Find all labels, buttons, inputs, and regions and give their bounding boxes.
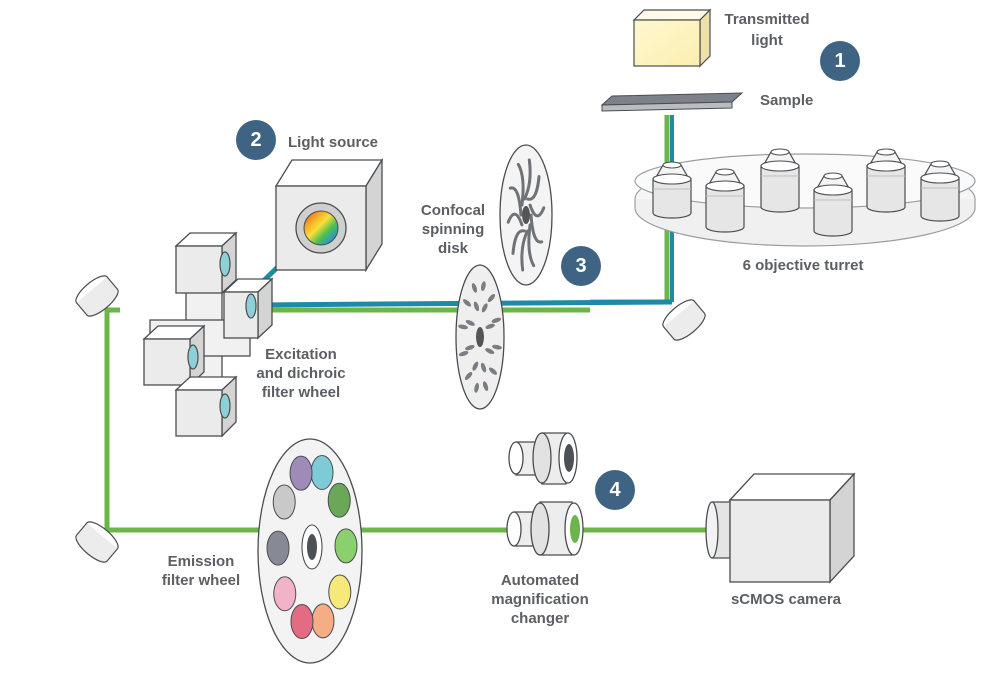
disk-pinhole xyxy=(465,319,475,326)
emission-filter xyxy=(327,482,351,518)
disk-pinhole xyxy=(488,367,498,375)
disk-pinhole xyxy=(471,283,478,293)
label-magnification-3: changer xyxy=(511,610,570,627)
disk-pinhole xyxy=(485,348,495,355)
label-emission-2: filter wheel xyxy=(162,572,240,589)
confocal-disk-rear xyxy=(499,144,553,286)
disk-pinhole xyxy=(472,361,479,371)
disk-pinhole xyxy=(462,299,472,307)
magnification-lens-upper xyxy=(508,432,578,485)
disk-pinhole xyxy=(473,301,480,312)
disk-slit xyxy=(527,223,536,268)
emission-filter xyxy=(310,454,334,490)
objective-lens xyxy=(652,161,692,219)
disk-slit xyxy=(529,213,544,244)
sample-slide xyxy=(600,92,744,112)
emission-filter xyxy=(289,455,313,491)
disk-slit xyxy=(511,229,526,255)
emission-filter xyxy=(334,528,358,564)
objective-lens xyxy=(705,168,745,233)
disk-pinhole xyxy=(458,324,468,330)
svg-text:1: 1 xyxy=(834,50,845,72)
emission-filter-wheel xyxy=(257,438,363,664)
objective-lens xyxy=(920,160,960,222)
objective-lens xyxy=(813,172,853,237)
mirror-turret xyxy=(662,299,706,341)
disk-slit xyxy=(528,203,546,218)
objective-lens xyxy=(760,148,800,213)
label-confocal-1: Confocal xyxy=(421,202,485,219)
badge-1: 1 xyxy=(820,41,860,81)
label-excitation-2: and dichroic xyxy=(256,365,345,382)
emission-filter xyxy=(266,530,290,566)
badge-2: 2 xyxy=(236,120,276,160)
mirror-bottom-left xyxy=(75,521,119,563)
disk-slit xyxy=(522,158,532,201)
disk-pinhole xyxy=(487,293,496,303)
disk-slit xyxy=(520,229,530,272)
disk-pinhole xyxy=(492,344,502,350)
disk-pinhole xyxy=(474,382,479,393)
disk-pinhole xyxy=(464,371,473,381)
label-confocal-3: disk xyxy=(438,240,469,257)
objective-lens xyxy=(866,148,906,213)
disk-pinhole xyxy=(491,317,502,323)
label-sample: Sample xyxy=(760,92,813,109)
disk-slit xyxy=(508,186,523,217)
scmos-camera xyxy=(705,472,856,584)
badge-3: 3 xyxy=(561,246,601,286)
disk-pinhole xyxy=(481,303,488,313)
light-source xyxy=(274,157,384,273)
disk-slit xyxy=(506,212,524,227)
label-confocal-2: spinning xyxy=(422,221,485,238)
emission-filter xyxy=(328,574,352,610)
disk-pinhole xyxy=(458,351,469,357)
label-camera: sCMOS camera xyxy=(731,591,842,608)
label-excitation-3: filter wheel xyxy=(262,384,340,401)
label-light-source: Light source xyxy=(288,134,378,151)
emission-filter xyxy=(290,604,314,640)
excitation-filter-wheel xyxy=(142,231,274,438)
label-transmitted-light-2: light xyxy=(751,32,783,49)
label-magnification-2: magnification xyxy=(491,591,589,608)
mirror-top-left xyxy=(75,275,119,317)
label-emission-1: Emission xyxy=(168,553,235,570)
label-excitation-1: Excitation xyxy=(265,346,337,363)
objective-lenses xyxy=(652,148,960,237)
emission-filter xyxy=(273,576,297,612)
transmitted-light-source xyxy=(632,8,712,68)
disk-pinhole xyxy=(485,323,495,329)
disk-slit xyxy=(516,162,525,207)
disk-pinhole xyxy=(480,362,487,373)
disk-pinhole xyxy=(481,281,486,292)
badge-4: 4 xyxy=(595,470,635,510)
label-transmitted-light-1: Transmitted xyxy=(724,11,809,28)
disk-pinhole xyxy=(465,345,475,351)
emission-filter xyxy=(311,603,335,639)
magnification-lens-lower xyxy=(506,501,584,556)
disk-slit xyxy=(526,175,541,201)
svg-text:3: 3 xyxy=(575,255,586,277)
label-magnification-1: Automated xyxy=(501,572,579,589)
svg-text:2: 2 xyxy=(250,129,261,151)
emission-filter xyxy=(272,484,296,520)
disk-pinhole xyxy=(482,381,489,391)
confocal-disk-front xyxy=(455,264,505,410)
svg-text:4: 4 xyxy=(609,479,621,501)
label-objective-turret: 6 objective turret xyxy=(743,257,864,274)
